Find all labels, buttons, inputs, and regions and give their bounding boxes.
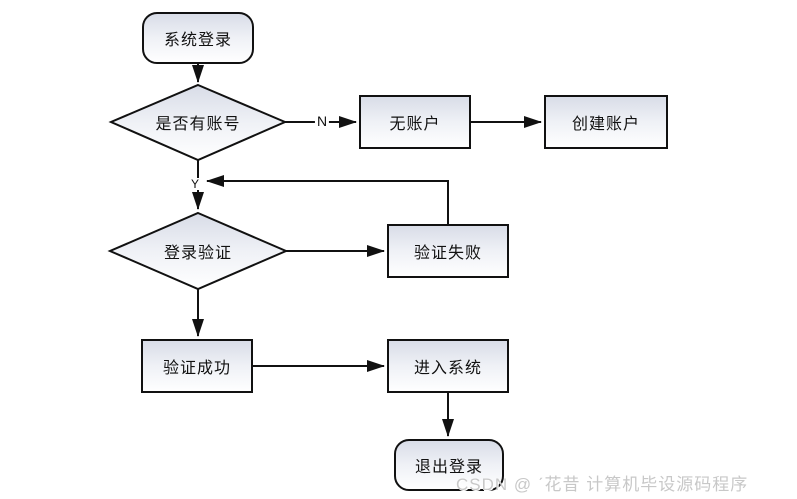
edge-label-no: N <box>314 113 330 129</box>
has-account-label: 是否有账号 <box>155 116 241 133</box>
enter-system-label: 进入系统 <box>413 360 483 377</box>
login-verify-label: 登录验证 <box>163 245 233 262</box>
verify-success-label: 验证成功 <box>162 360 232 377</box>
watermark-text: CSDN @ ˊ花昔 计算机毕设源码程序 <box>456 475 749 494</box>
start-terminator-shape <box>142 12 254 64</box>
enter-system-process-shape <box>387 339 509 393</box>
logout-label: 退出登录 <box>414 459 484 476</box>
connector-verify-fail-feedback <box>206 175 449 225</box>
edge-label-yes: Y <box>188 177 202 191</box>
verify-fail-process-shape <box>387 224 509 278</box>
no-account-process-shape <box>359 95 471 149</box>
no-account-label: 无账户 <box>389 116 441 133</box>
login-verify-decision-shape <box>107 211 289 291</box>
verify-fail-label: 验证失败 <box>413 245 483 262</box>
create-account-process-shape <box>544 95 668 149</box>
start-label: 系统登录 <box>163 32 233 49</box>
create-account-label: 创建账户 <box>571 116 641 133</box>
verify-success-process-shape <box>141 339 253 393</box>
logout-terminator-shape <box>394 439 504 491</box>
has-account-decision-shape <box>108 83 288 162</box>
